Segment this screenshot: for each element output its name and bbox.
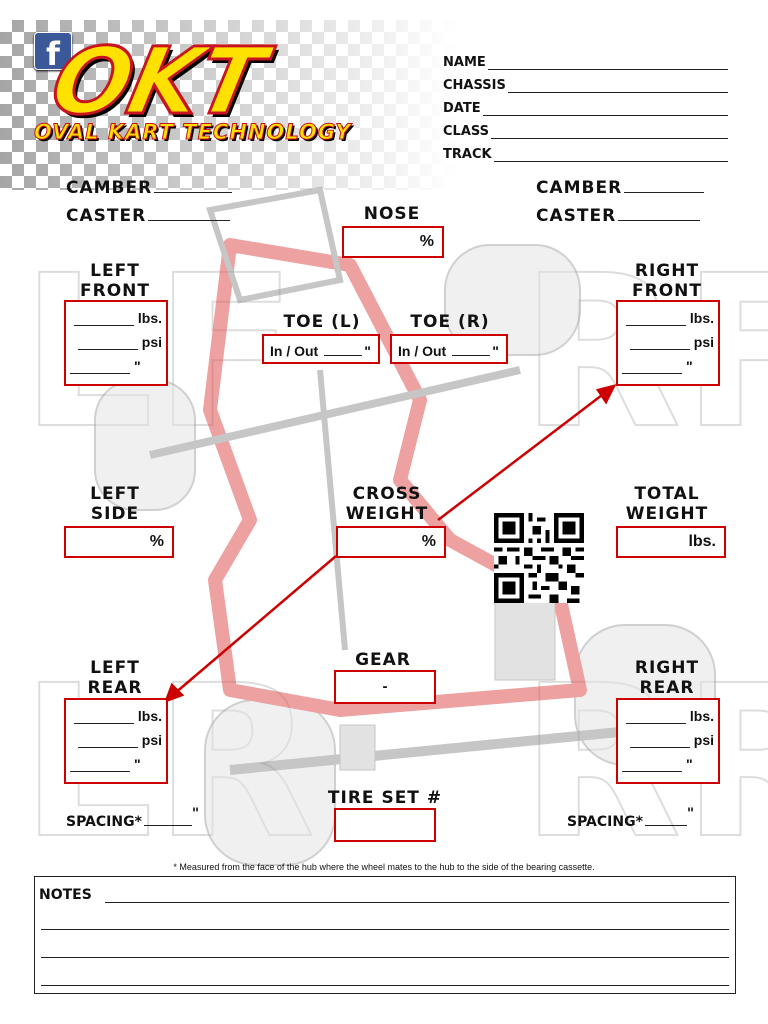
lr-weight-row[interactable]: lbs.	[66, 700, 166, 724]
toe-right-input-box[interactable]: In / Out"	[390, 334, 508, 364]
left-caster-field[interactable]: CASTER	[66, 206, 231, 226]
lr-pressure-row[interactable]: psi	[66, 724, 166, 748]
nose-label: NOSE	[363, 204, 421, 224]
left-spacing-field[interactable]: SPACING*"	[66, 806, 200, 830]
right-camber-field[interactable]: CAMBER	[536, 178, 705, 198]
toe-left-input-box[interactable]: In / Out"	[262, 334, 380, 364]
gear-label: GEAR	[355, 650, 411, 670]
tire-set-input-box[interactable]	[334, 808, 436, 842]
notes-line[interactable]	[41, 985, 729, 986]
lf-pressure-row[interactable]: psi	[66, 326, 166, 350]
spacing-footnote: * Measured from the face of the hub wher…	[173, 862, 595, 872]
nose-input-box[interactable]: %	[342, 226, 444, 258]
qr-code[interactable]	[494, 512, 584, 604]
okt-logo: OKT OVAL KART TECHNOLOGY	[33, 27, 410, 145]
lf-stagger-row[interactable]: "	[66, 350, 166, 374]
notes-box[interactable]: NOTES	[34, 876, 736, 994]
logo-main-text: OKT	[41, 27, 273, 137]
rr-input-box[interactable]: lbs. psi "	[616, 698, 720, 784]
logo-subtitle: OVAL KART TECHNOLOGY	[33, 120, 352, 145]
facebook-icon[interactable]: f	[34, 32, 72, 73]
rr-weight-row[interactable]: lbs.	[618, 700, 718, 724]
rr-ghost-letters: RR	[520, 640, 768, 870]
toe-right-label: TOE (R)	[410, 312, 490, 332]
gear-input-box[interactable]: -	[334, 670, 436, 704]
tire-set-label: TIRE SET #	[327, 788, 443, 808]
notes-title: NOTES	[39, 887, 92, 903]
right-caster-field[interactable]: CASTER	[536, 206, 701, 226]
chassis-field[interactable]: CHASSIS	[443, 73, 728, 93]
notes-line[interactable]	[105, 902, 729, 903]
left-camber-field[interactable]: CAMBER	[66, 178, 233, 198]
rr-pressure-row[interactable]: psi	[618, 724, 718, 748]
cross-weight-arrow	[163, 384, 617, 704]
left-side-input-box[interactable]: %	[64, 526, 174, 558]
lf-input-box[interactable]: lbs. psi "	[64, 300, 168, 386]
rf-stagger-row[interactable]: "	[618, 350, 718, 374]
notes-line[interactable]	[41, 957, 729, 958]
rr-stagger-row[interactable]: "	[618, 748, 718, 772]
cross-weight-input-box[interactable]: %	[336, 526, 446, 558]
lr-input-box[interactable]: lbs. psi "	[64, 698, 168, 784]
date-field[interactable]: DATE	[443, 96, 728, 116]
notes-line[interactable]	[41, 929, 729, 930]
lr-stagger-row[interactable]: "	[66, 748, 166, 772]
lf-weight-row[interactable]: lbs.	[66, 302, 166, 326]
rf-input-box[interactable]: lbs. psi "	[616, 300, 720, 386]
total-weight-input-box[interactable]: lbs.	[616, 526, 726, 558]
track-field[interactable]: TRACK	[443, 142, 728, 162]
rf-pressure-row[interactable]: psi	[618, 326, 718, 350]
name-field[interactable]: NAME	[443, 50, 728, 70]
toe-left-label: TOE (L)	[283, 312, 361, 332]
checkered-flag-background	[0, 20, 460, 190]
right-spacing-field[interactable]: SPACING*"	[567, 806, 695, 830]
class-field[interactable]: CLASS	[443, 119, 728, 139]
rf-weight-row[interactable]: lbs.	[618, 302, 718, 326]
